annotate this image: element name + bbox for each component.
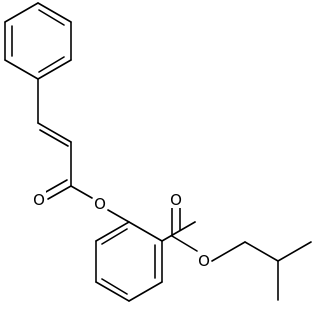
cinnamoyl-chain — [37, 78, 130, 223]
bond — [128, 221, 163, 242]
oxygen-label: O — [170, 191, 182, 209]
double-bond-inner — [101, 278, 128, 295]
bond — [4, 2, 39, 23]
bond — [47, 185, 72, 200]
double-bond-inner — [101, 228, 128, 245]
oxygen-label: O — [33, 191, 45, 209]
isobutyl-ester — [161, 206, 312, 301]
bond — [211, 241, 246, 262]
phenyl-ring — [4, 2, 72, 80]
bond — [277, 241, 312, 262]
benzene-ring — [95, 221, 163, 302]
bond — [37, 2, 72, 23]
bond — [70, 185, 93, 199]
atom-o-carbonyl-right: O — [169, 191, 183, 209]
bond — [95, 221, 130, 242]
bond — [4, 59, 39, 80]
bond — [43, 179, 68, 194]
bond — [171, 235, 198, 252]
atom-o-ester-left: O — [93, 195, 107, 213]
bond — [107, 209, 130, 223]
atom-o-carbonyl-left: O — [32, 191, 46, 209]
oxygen-label: O — [198, 252, 210, 270]
bond — [95, 281, 130, 302]
double-bond-inner — [38, 9, 65, 26]
atom-o-ester-right: O — [197, 252, 211, 270]
double-bond-inner — [38, 56, 65, 73]
double-bond-inner — [39, 129, 69, 147]
bond — [37, 59, 72, 80]
bond — [161, 221, 196, 242]
bond — [244, 241, 279, 262]
oxygen-label: O — [94, 195, 106, 213]
bond — [37, 122, 72, 143]
bond — [128, 281, 163, 302]
